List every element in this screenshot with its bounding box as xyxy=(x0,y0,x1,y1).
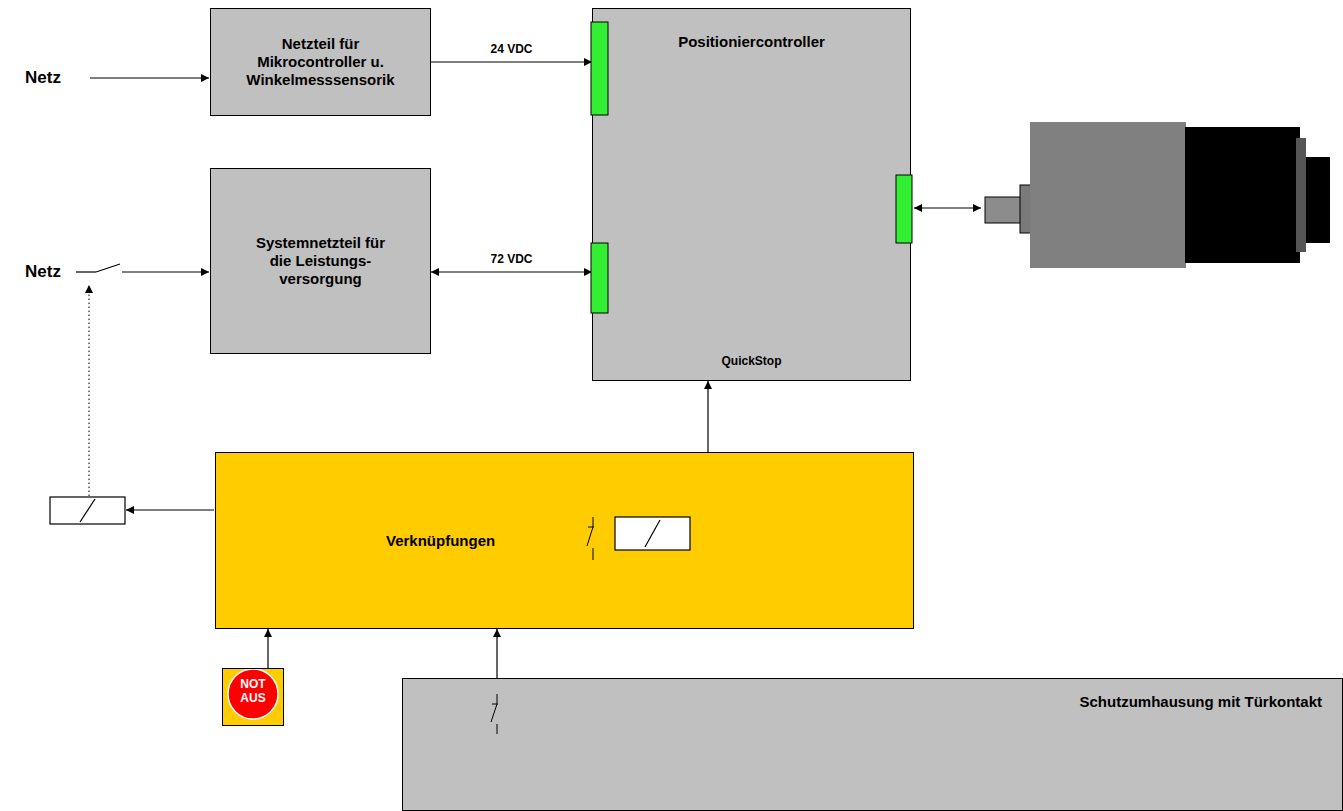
contact-symbol xyxy=(593,517,594,527)
port-label: QuickStop xyxy=(721,354,781,368)
contact-symbol xyxy=(593,548,594,560)
emergency-stop-button: NOT AUS xyxy=(222,668,284,726)
terminal-block xyxy=(591,22,608,115)
signal-arrow xyxy=(496,629,497,678)
signal-arrow xyxy=(267,629,268,668)
motor-ring xyxy=(1296,138,1306,252)
mains-wire xyxy=(76,271,96,272)
signal-arrow xyxy=(431,61,592,62)
motor-flange xyxy=(1020,185,1031,233)
motor-shaft xyxy=(985,197,1021,223)
guard-enclosure: Schutzumhausung mit Türkontakt xyxy=(402,678,1343,811)
mains-arrow xyxy=(90,77,209,78)
signal-arrow xyxy=(431,271,592,272)
controller-box: PositioniercontrollerQuickStop xyxy=(592,8,911,381)
relay-symbol xyxy=(80,499,95,522)
door-contact-symbol xyxy=(491,704,497,722)
door-contact-symbol xyxy=(497,694,498,704)
relay-symbol xyxy=(615,517,690,550)
power-supply-box: Netzteil für Mikrocontroller u. Winkelme… xyxy=(210,8,431,116)
contact-symbol xyxy=(587,527,593,546)
motor-connection xyxy=(914,207,981,208)
box-title: Positioniercontroller xyxy=(678,33,825,51)
voltage-label: 72 VDC xyxy=(490,252,532,266)
voltage-label: 24 VDC xyxy=(490,42,532,56)
terminal-block xyxy=(896,175,912,243)
box-title: Netzteil für Mikrocontroller u. Winkelme… xyxy=(237,35,405,89)
signal-arrow xyxy=(707,381,708,452)
contact-symbol xyxy=(588,527,594,528)
mains-arrow xyxy=(122,271,209,272)
motor-body xyxy=(1030,122,1186,268)
relay-symbol xyxy=(50,497,125,524)
relay-arrow xyxy=(126,509,214,510)
power-supply-box: Systemnetzteil für die Leistungs- versor… xyxy=(210,168,431,354)
door-contact-symbol xyxy=(492,704,498,705)
motor-housing xyxy=(1185,127,1300,263)
box-title: Systemnetzteil für die Leistungs- versor… xyxy=(255,234,387,288)
relay-symbol xyxy=(645,520,660,547)
logic-box: Verknüpfungen xyxy=(215,452,914,629)
actuation-line xyxy=(89,285,90,496)
box-title: Verknüpfungen xyxy=(386,532,495,550)
terminal-block xyxy=(591,243,608,313)
mains-label: Netz xyxy=(25,68,61,88)
button-circle xyxy=(228,669,278,719)
box-title: Schutzumhausung mit Türkontakt xyxy=(1079,693,1322,711)
door-contact-symbol xyxy=(497,724,498,734)
motor-end-cap xyxy=(1306,157,1330,243)
mains-label: Netz xyxy=(25,262,61,282)
mains-switch-symbol xyxy=(96,264,120,272)
box-title: NOT AUS xyxy=(228,678,278,706)
